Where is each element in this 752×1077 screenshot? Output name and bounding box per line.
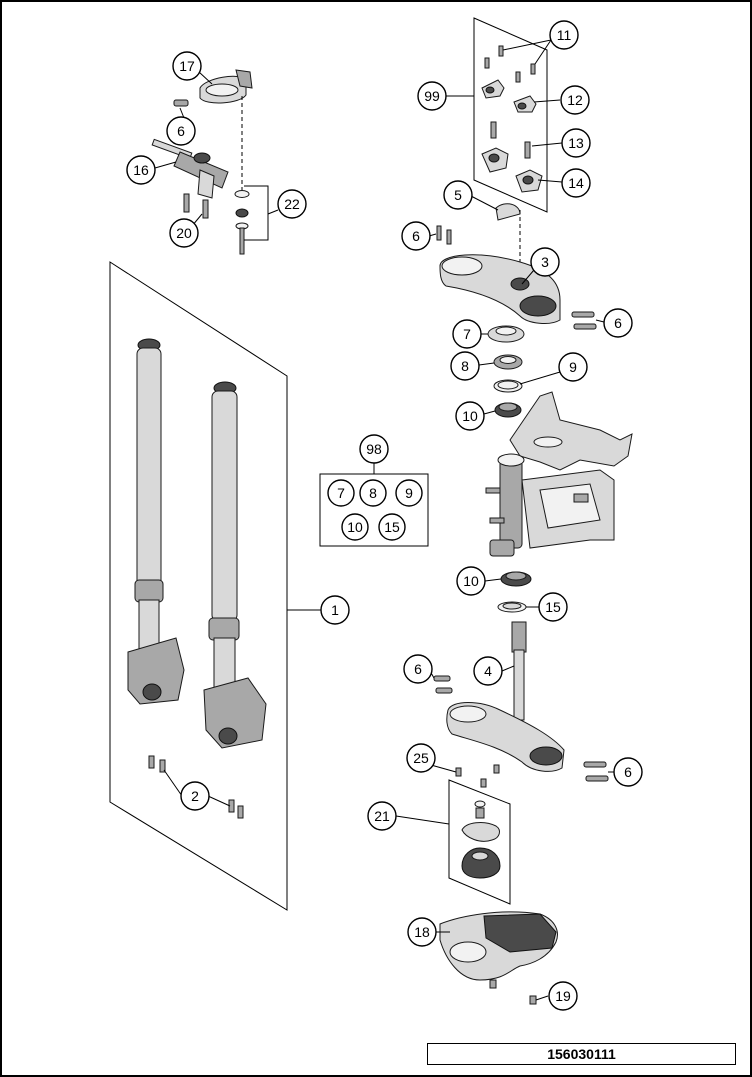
svg-text:13: 13 (568, 135, 584, 151)
callout-10: 10 (456, 566, 486, 596)
drawing-number: 156030111 (427, 1043, 736, 1065)
kit-item-10: 10 (341, 513, 369, 541)
callout-98: 98 (359, 434, 389, 464)
svg-text:8: 8 (461, 358, 469, 374)
svg-text:6: 6 (624, 764, 632, 780)
callout-6: 6 (403, 654, 433, 684)
callout-6: 6 (603, 308, 633, 338)
svg-text:17: 17 (179, 58, 195, 74)
callout-6: 6 (401, 221, 431, 251)
kit-item-9: 9 (395, 479, 423, 507)
callout-99: 99 (417, 81, 447, 111)
callout-22: 22 (277, 189, 307, 219)
steering-lock-group (448, 764, 511, 905)
svg-text:15: 15 (384, 519, 400, 535)
frame-headstock (485, 391, 633, 557)
callout-20: 20 (169, 218, 199, 248)
svg-text:10: 10 (347, 519, 363, 535)
steering-bearings-upper (487, 325, 525, 418)
svg-text:6: 6 (177, 123, 185, 139)
callout-21: 21 (367, 801, 397, 831)
callout-15: 15 (538, 592, 568, 622)
callout-13: 13 (561, 128, 591, 158)
callout-10: 10 (455, 401, 485, 431)
svg-text:6: 6 (412, 228, 420, 244)
upper-triple-clamp (436, 203, 597, 330)
svg-text:16: 16 (133, 162, 149, 178)
callout-14: 14 (561, 168, 591, 198)
svg-text:20: 20 (176, 225, 192, 241)
svg-text:9: 9 (569, 359, 577, 375)
callout-25: 25 (406, 743, 436, 773)
svg-text:6: 6 (414, 661, 422, 677)
svg-text:1: 1 (331, 602, 339, 618)
lower-triple-clamp (433, 621, 609, 782)
kit-item-8: 8 (359, 479, 387, 507)
callout-1: 1 (320, 595, 350, 625)
svg-text:2: 2 (191, 788, 199, 804)
callout-6: 6 (613, 757, 643, 787)
callout-2: 2 (180, 781, 210, 811)
callout-7: 7 (452, 319, 482, 349)
steering-damper-group (151, 69, 269, 255)
leader-lines (154, 39, 614, 1001)
svg-text:19: 19 (555, 988, 571, 1004)
svg-text:3: 3 (541, 254, 549, 270)
kit-item-15: 15 (378, 513, 406, 541)
callout-3: 3 (530, 247, 560, 277)
svg-text:12: 12 (567, 92, 583, 108)
callout-4: 4 (473, 656, 503, 686)
svg-text:11: 11 (557, 27, 572, 43)
callout-11: 11 (549, 20, 579, 50)
svg-text:7: 7 (463, 326, 471, 342)
svg-text:25: 25 (413, 750, 429, 766)
svg-text:98: 98 (366, 441, 382, 457)
callout-17: 17 (172, 51, 202, 81)
callout-8: 8 (450, 351, 480, 381)
svg-text:10: 10 (463, 573, 479, 589)
callout-16: 16 (126, 155, 156, 185)
kit-item-7: 7 (327, 479, 355, 507)
handlebar-clamp-group (473, 17, 548, 213)
callout-19: 19 (548, 981, 578, 1011)
svg-text:99: 99 (424, 88, 440, 104)
callout-18: 18 (407, 917, 437, 947)
svg-text:18: 18 (414, 924, 430, 940)
callout-12: 12 (560, 85, 590, 115)
svg-text:15: 15 (545, 599, 561, 615)
svg-text:8: 8 (369, 485, 377, 501)
svg-text:7: 7 (337, 485, 345, 501)
guard-plate (439, 911, 558, 1005)
callout-5: 5 (443, 180, 473, 210)
fork-legs-group (109, 261, 288, 911)
svg-text:14: 14 (568, 175, 584, 191)
callout-6: 6 (166, 116, 196, 146)
svg-text:9: 9 (405, 485, 413, 501)
svg-text:10: 10 (462, 408, 478, 424)
svg-text:21: 21 (374, 808, 390, 824)
svg-text:6: 6 (614, 315, 622, 331)
svg-text:22: 22 (284, 196, 300, 212)
svg-text:4: 4 (484, 663, 492, 679)
steering-bearings-lower (497, 571, 532, 613)
svg-text:5: 5 (454, 187, 462, 203)
callout-9: 9 (558, 352, 588, 382)
kit-98-box (319, 462, 429, 547)
